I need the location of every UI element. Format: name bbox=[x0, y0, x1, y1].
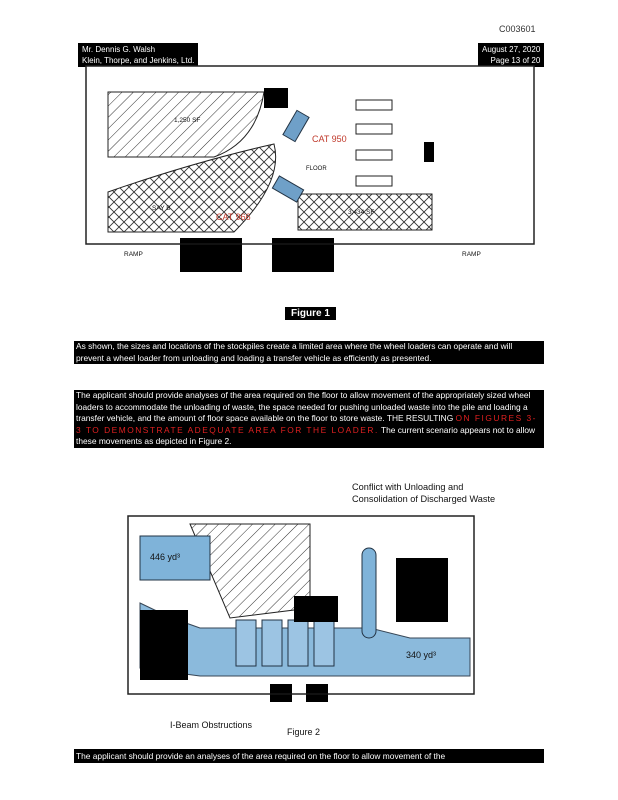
figure-2-drawing: 446 yd³ 340 yd³ bbox=[127, 515, 475, 702]
paragraph-2: The applicant should provide analyses of… bbox=[74, 390, 544, 448]
conflict-line-2: Consolidation of Discharged Waste bbox=[352, 494, 496, 504]
pile-left-label: 1,250 SF bbox=[174, 117, 200, 124]
recipient-name: Mr. Dennis G. Walsh bbox=[82, 45, 156, 54]
cat-966-label: CAT 966 bbox=[216, 212, 251, 222]
pile-340-label: 340 yd³ bbox=[406, 650, 436, 660]
document-id: C003601 bbox=[499, 24, 536, 34]
header-page: Page 13 of 20 bbox=[490, 56, 541, 65]
figure-2-caption: Figure 2 bbox=[287, 727, 321, 737]
paragraph-1: As shown, the sizes and locations of the… bbox=[74, 341, 544, 365]
ramp-right-label: RAMP bbox=[462, 251, 481, 258]
paragraph-2-red-line: ON FIGURES 3-3 TO DEMONSTRATE ADEQUATE A… bbox=[76, 413, 537, 435]
header-date-page: August 27, 2020 Page 13 of 20 bbox=[478, 43, 545, 67]
floor-label: FLOOR bbox=[306, 166, 327, 172]
conflict-callout: Conflict with Unloading and Consolidatio… bbox=[352, 481, 495, 505]
pile-right-label: 3,434 SF bbox=[348, 209, 374, 216]
ramp-left-label: RAMP bbox=[124, 251, 143, 258]
conflict-line-1: Conflict with Unloading and bbox=[352, 482, 464, 492]
figure-1-drawing: CAT 950 CAT 966 1,250 SF SAY B 3,434 SF … bbox=[85, 65, 535, 272]
cat-950-label: CAT 950 bbox=[312, 134, 347, 144]
paragraph-2-tail: The current scenario appears not to allo… bbox=[76, 424, 536, 447]
paragraph-3: The applicant should provide an analyses… bbox=[74, 749, 544, 763]
paragraph-2-text: The applicant should provide analyses of… bbox=[76, 390, 531, 424]
pile-446-label: 446 yd³ bbox=[150, 552, 180, 562]
recipient-firm: Klein, Thorpe, and Jenkins, Ltd. bbox=[82, 56, 195, 65]
figure-1-caption: Figure 1 bbox=[285, 307, 336, 320]
pile-mid-label: SAY B bbox=[152, 205, 171, 212]
header-recipient: Mr. Dennis G. Walsh Klein, Thorpe, and J… bbox=[78, 43, 199, 67]
ibeam-label: I-Beam Obstructions bbox=[170, 720, 253, 730]
header-date: August 27, 2020 bbox=[482, 45, 541, 54]
